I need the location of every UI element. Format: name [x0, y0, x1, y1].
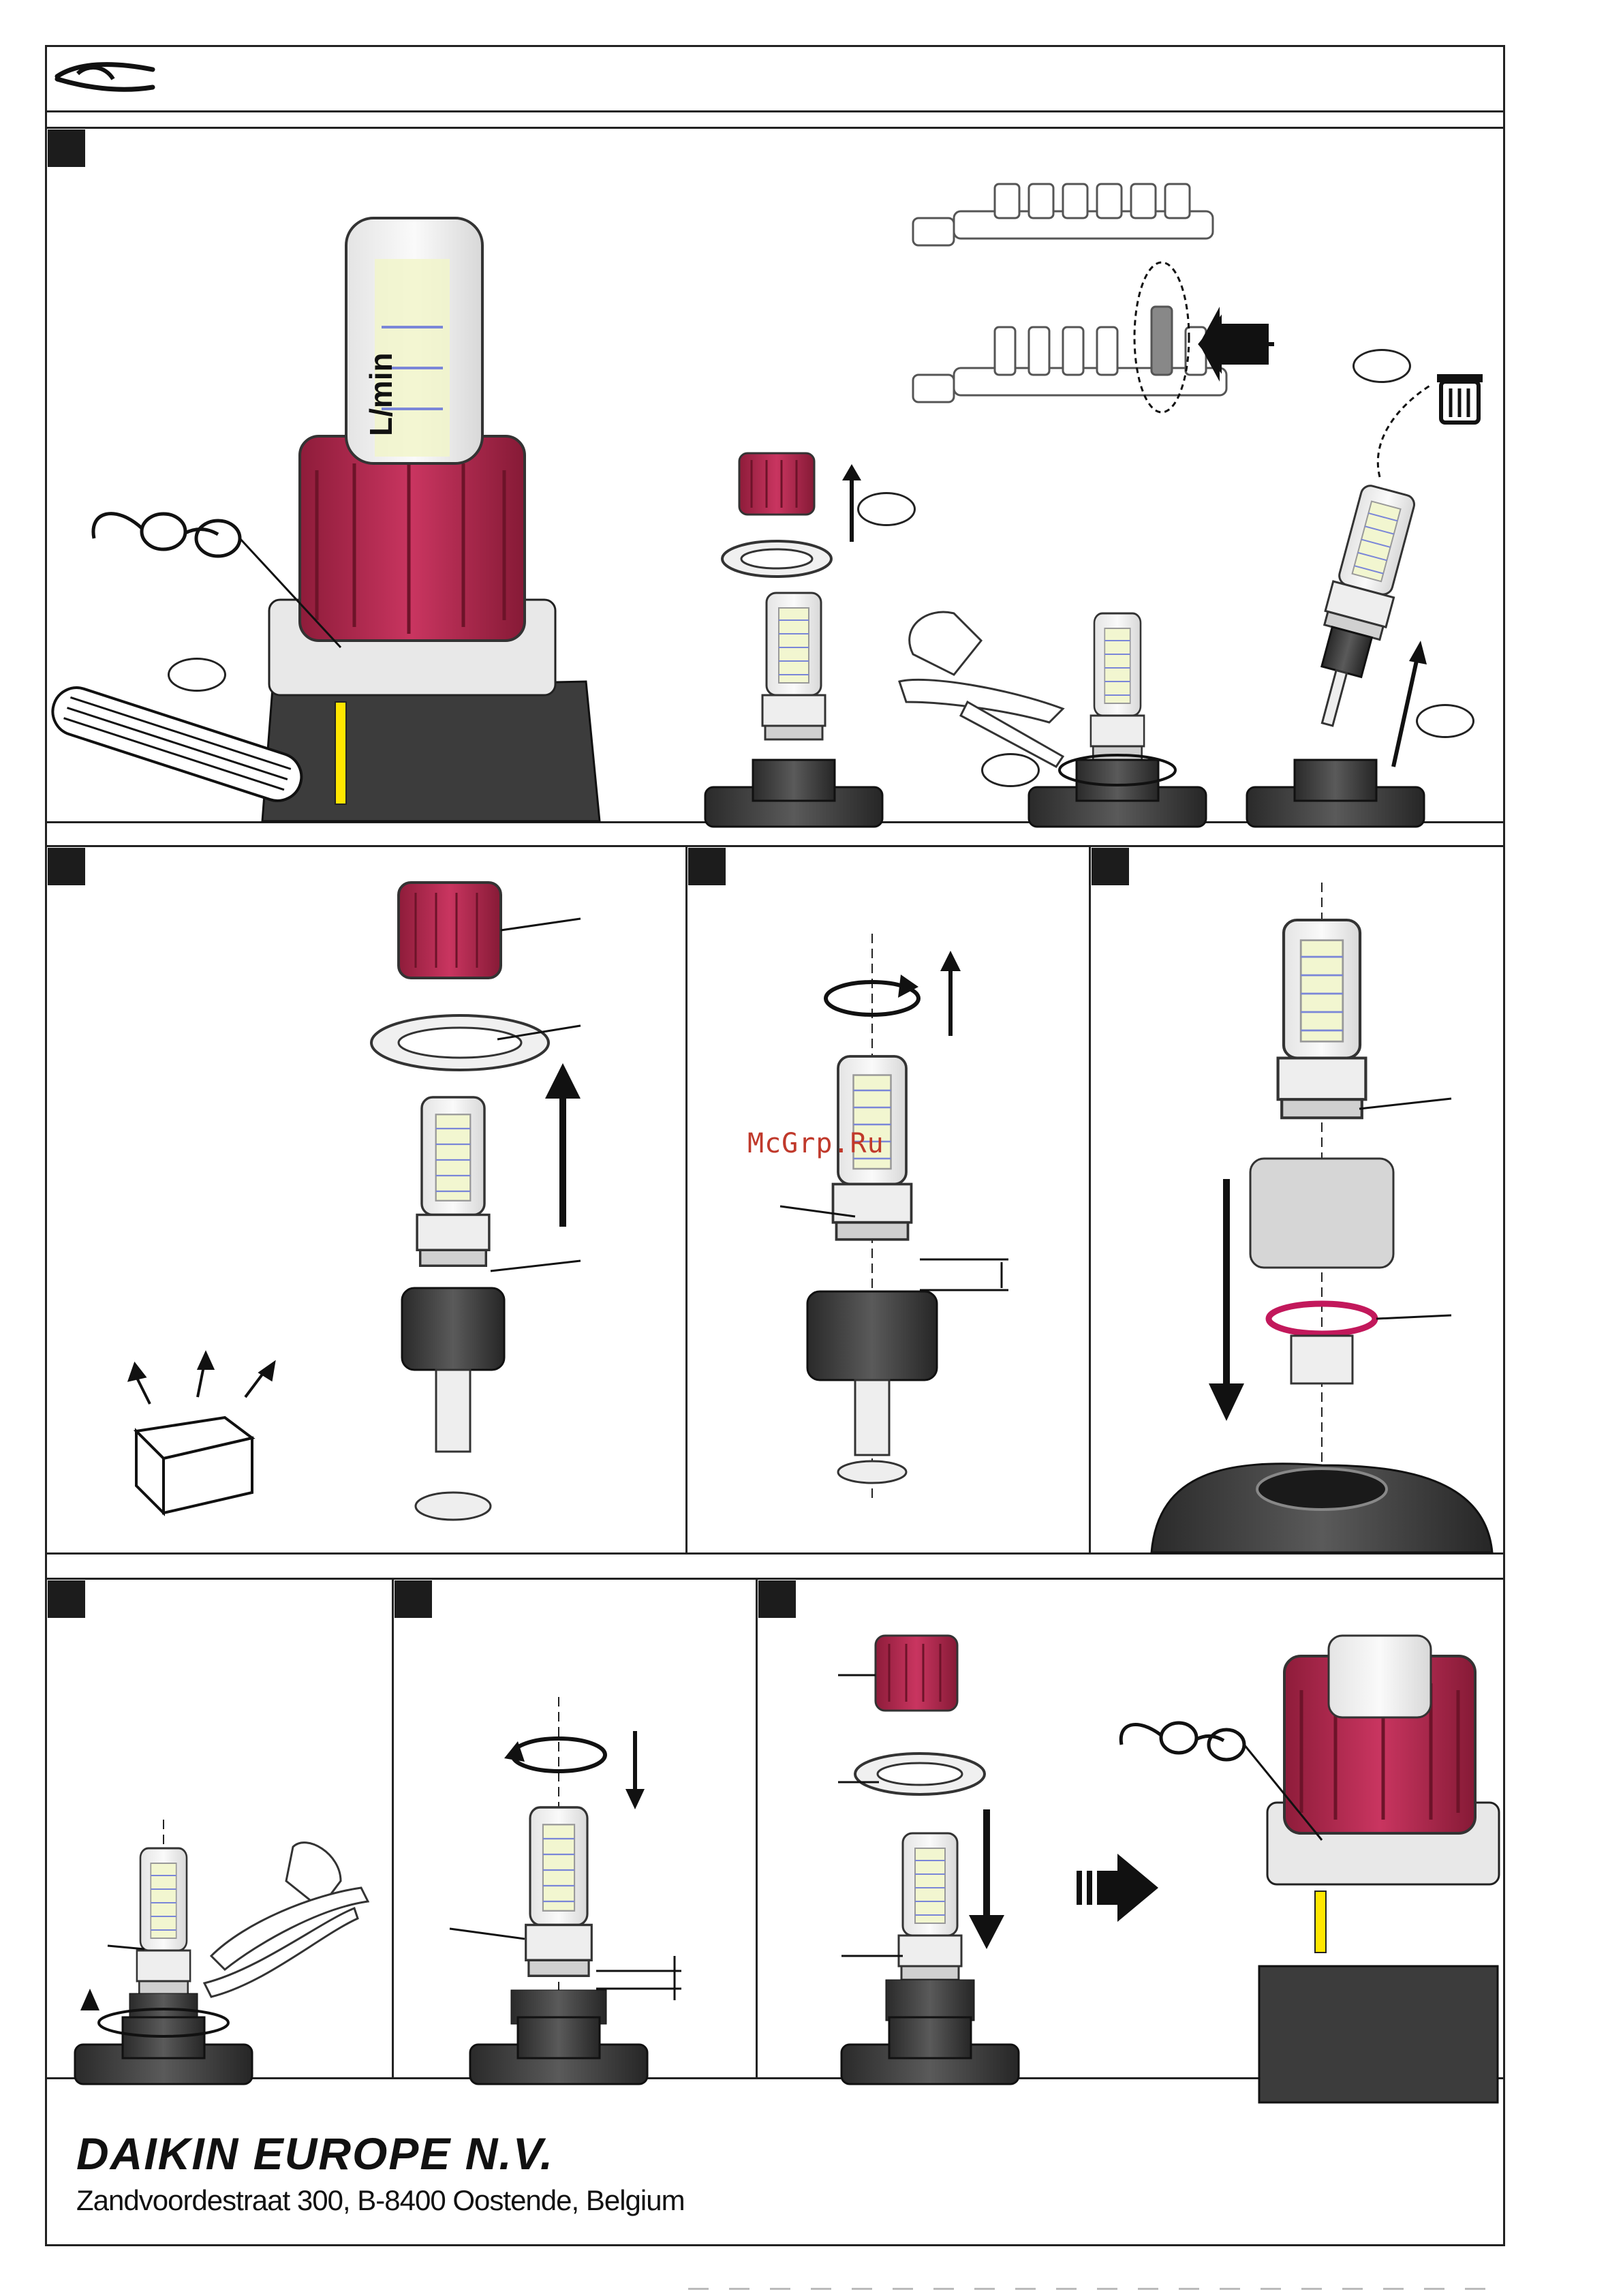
- page-edge-line: [688, 2288, 1506, 2290]
- cap-reinstall: [876, 1636, 957, 1711]
- flowmeter-final: [1259, 1636, 1499, 2102]
- box-icon: [129, 1353, 274, 1513]
- trash-icon: [1437, 374, 1483, 423]
- pliers-hand-illustration: [899, 612, 1063, 767]
- cap-exploded: [399, 883, 501, 978]
- flowmeter-closeup: L/min: [262, 218, 600, 821]
- flowmeter-removed: [1297, 483, 1421, 733]
- pliers-hand-illustration: [204, 1843, 368, 1997]
- ring-reinstall: [855, 1754, 985, 1794]
- watermark: McGrp.Ru: [747, 1128, 884, 1159]
- lock-ring: [722, 541, 831, 577]
- company-name: DAIKIN EUROPE N.V.: [76, 2128, 554, 2179]
- svg-text:L/min: L/min: [363, 352, 399, 436]
- manifold-diagram: [913, 184, 1226, 412]
- proceed-arrow-icon: [1077, 1854, 1158, 1922]
- company-address: Zandvoordestraat 300, B-8400 Oostende, B…: [76, 2184, 685, 2217]
- pliers-icon: [57, 65, 153, 90]
- ring-exploded: [371, 1015, 548, 1070]
- cap-removed: [739, 453, 814, 515]
- direction-arrow-icon: [1393, 658, 1417, 767]
